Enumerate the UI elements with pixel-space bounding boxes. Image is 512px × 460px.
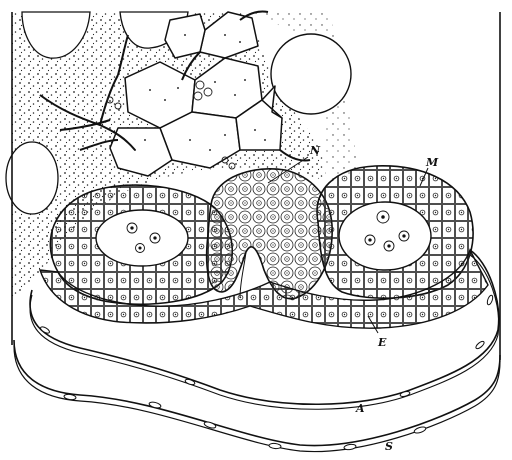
label-e: E [377, 336, 387, 349]
large-circle [271, 34, 351, 114]
left-tube [50, 185, 232, 304]
label-m: M [425, 156, 439, 169]
left-oval-space [6, 142, 58, 214]
central-cell-mass [207, 169, 333, 299]
label-a: A [355, 402, 365, 415]
label-s: S [385, 440, 393, 453]
label-n: N [309, 144, 321, 157]
outer-membrane [14, 340, 500, 446]
